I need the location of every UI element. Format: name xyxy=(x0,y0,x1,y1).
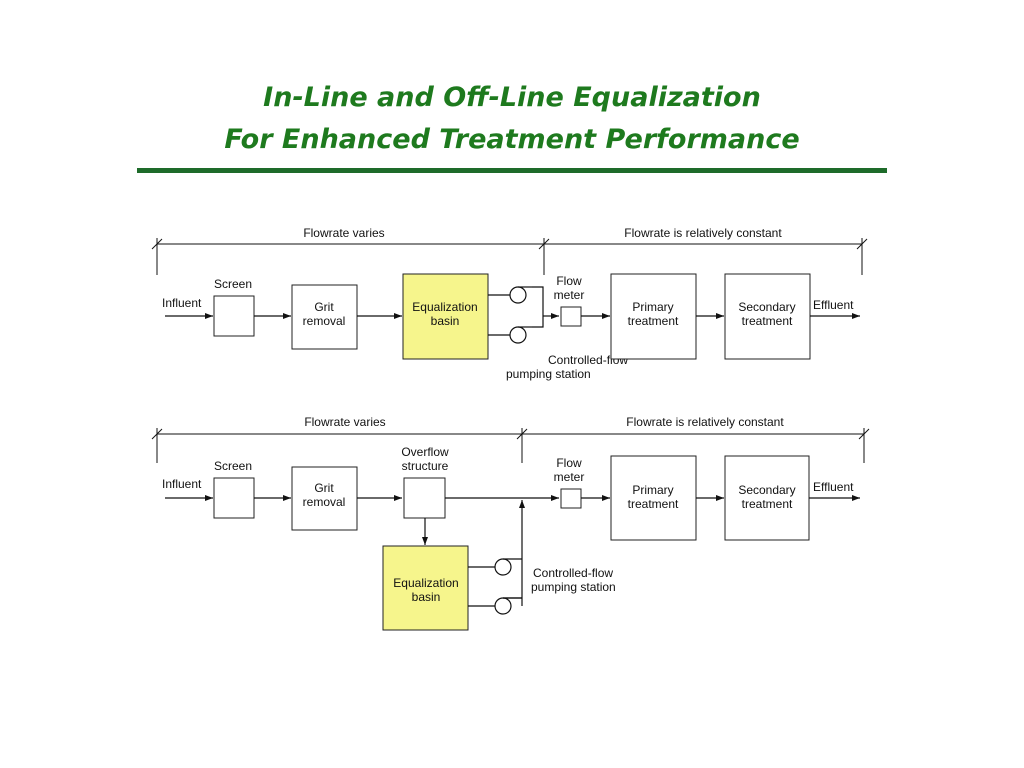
offline-dimension-constant xyxy=(522,428,870,463)
offline-primary-treatment-box xyxy=(610,455,697,541)
inline-equalization-basin xyxy=(402,273,489,360)
offline-equalization-basin xyxy=(382,545,469,631)
inline-dimension-constant xyxy=(544,238,868,275)
offline-flowmeter-label-1: Flow xyxy=(556,456,582,470)
offline-overflow-structure-box xyxy=(403,477,446,519)
inline-primary-treatment-box xyxy=(610,273,697,360)
inline-secondary-label-1: Secondary xyxy=(738,300,795,314)
offline-effluent-label: Effluent xyxy=(813,480,854,494)
inline-pumping-label-1: Controlled-flow xyxy=(548,353,628,367)
inline-diagram: Flowrate varies Flowrate is relatively c… xyxy=(151,226,868,381)
inline-flowmeter-box xyxy=(560,306,582,327)
inline-influent-label: Influent xyxy=(162,296,202,310)
inline-effluent-label: Effluent xyxy=(813,298,854,312)
inline-flowmeter-label-2: meter xyxy=(554,288,585,302)
inline-screen-box xyxy=(213,295,255,337)
offline-pump-top-icon xyxy=(468,558,522,576)
offline-influent-label: Influent xyxy=(162,477,202,491)
offline-diagram: Flowrate varies Flowrate is relatively c… xyxy=(151,415,870,631)
offline-overflow-label-1: Overflow xyxy=(401,445,449,459)
offline-overflow-label-2: structure xyxy=(402,459,449,473)
offline-secondary-label-2: treatment xyxy=(742,497,793,511)
offline-flowrate-varies-label: Flowrate varies xyxy=(304,415,385,429)
offline-grit-box xyxy=(291,466,358,531)
offline-pumping-label-2: pumping station xyxy=(531,580,616,594)
offline-grit-label-1: Grit xyxy=(314,481,334,495)
inline-flowmeter-label-1: Flow xyxy=(556,274,582,288)
offline-primary-label-1: Primary xyxy=(632,483,673,497)
inline-dimension-varies xyxy=(151,238,550,275)
offline-grit-label-2: removal xyxy=(303,495,346,509)
offline-primary-label-2: treatment xyxy=(628,497,679,511)
inline-grit-box xyxy=(291,284,358,350)
title-underline xyxy=(137,168,887,173)
offline-pump-bottom-icon xyxy=(468,597,522,615)
inline-basin-label-2: basin xyxy=(431,314,460,328)
offline-secondary-treatment-box xyxy=(724,455,810,541)
inline-secondary-label-2: treatment xyxy=(742,314,793,328)
offline-secondary-label-1: Secondary xyxy=(738,483,795,497)
inline-flowrate-constant-label: Flowrate is relatively constant xyxy=(624,226,782,240)
inline-basin-label-1: Equalization xyxy=(412,300,477,314)
inline-pump-bottom-icon xyxy=(488,326,532,344)
inline-flowrate-varies-label: Flowrate varies xyxy=(303,226,384,240)
inline-pump-top-icon xyxy=(488,286,532,304)
offline-screen-label: Screen xyxy=(214,459,252,473)
offline-flowmeter-box xyxy=(560,488,582,509)
inline-pump-manifold xyxy=(532,286,544,328)
offline-basin-label-2: basin xyxy=(412,590,441,604)
inline-primary-label-1: Primary xyxy=(632,300,673,314)
offline-basin-label-1: Equalization xyxy=(393,576,458,590)
offline-dimension-varies xyxy=(151,428,528,463)
offline-flowrate-constant-label: Flowrate is relatively constant xyxy=(626,415,784,429)
inline-grit-label-2: removal xyxy=(303,314,346,328)
inline-pumping-label-2: pumping station xyxy=(506,367,591,381)
title-line-1: In-Line and Off-Line Equalization xyxy=(263,82,761,113)
inline-grit-label-1: Grit xyxy=(314,300,334,314)
offline-pumping-label-1: Controlled-flow xyxy=(533,566,613,580)
inline-screen-label: Screen xyxy=(214,277,252,291)
inline-primary-label-2: treatment xyxy=(628,314,679,328)
offline-screen-box xyxy=(213,477,255,519)
inline-secondary-treatment-box xyxy=(724,273,811,360)
title-line-2: For Enhanced Treatment Performance xyxy=(224,124,800,155)
offline-flowmeter-label-2: meter xyxy=(554,470,585,484)
